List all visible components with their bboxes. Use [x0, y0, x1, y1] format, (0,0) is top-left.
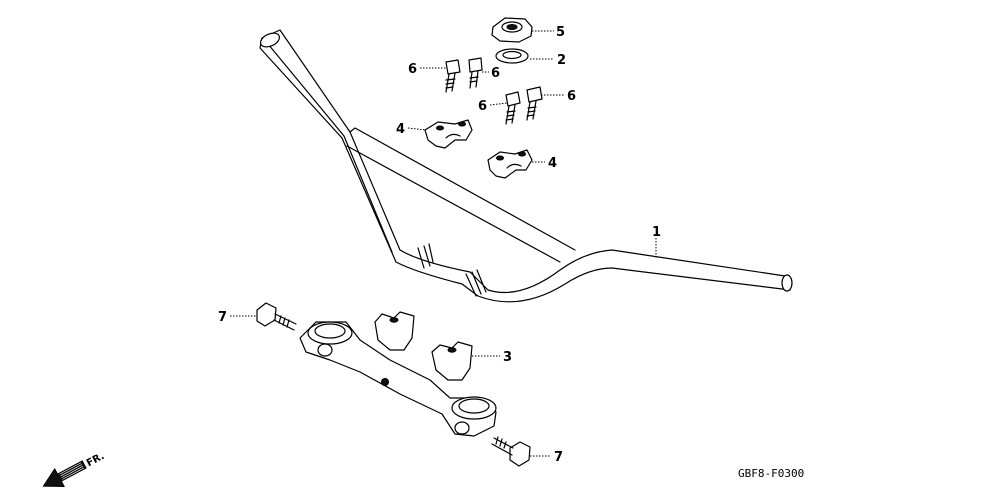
holder-right [487, 149, 533, 179]
bolt-a [445, 59, 461, 93]
callout-2: 2 [557, 53, 566, 68]
callout-6-d: 6 [567, 89, 576, 104]
washer [495, 48, 529, 64]
holder-left [424, 119, 473, 149]
nut [491, 17, 533, 43]
callout-6-a: 6 [408, 62, 417, 77]
arrow-left-icon [42, 460, 87, 487]
callout-3: 3 [503, 350, 512, 365]
callout-6-b: 6 [491, 66, 500, 81]
callout-1: 1 [652, 225, 661, 240]
front-direction-arrow: FR. [42, 451, 107, 487]
lower-bridge [299, 311, 497, 437]
callout-7-right: 7 [554, 450, 563, 465]
callout-7-left: 7 [218, 310, 227, 325]
callout-6-c: 6 [478, 99, 487, 114]
bolt-bottom-right [491, 436, 531, 467]
callout-5: 5 [556, 25, 565, 40]
leader-lines [230, 30, 657, 457]
bolt-bottom-left [256, 302, 297, 331]
bolt-b [468, 57, 483, 89]
bolt-c [505, 91, 521, 125]
front-label: FR. [85, 451, 107, 469]
diagram-code: GBF8-F0300 [738, 467, 804, 480]
callout-labels: 1 5 2 3 4 4 6 6 6 6 7 7 [218, 25, 661, 465]
bolt-d [526, 86, 543, 121]
callout-4-left: 4 [396, 122, 405, 137]
callout-4-right: 4 [548, 156, 557, 171]
handlebar [259, 29, 793, 303]
